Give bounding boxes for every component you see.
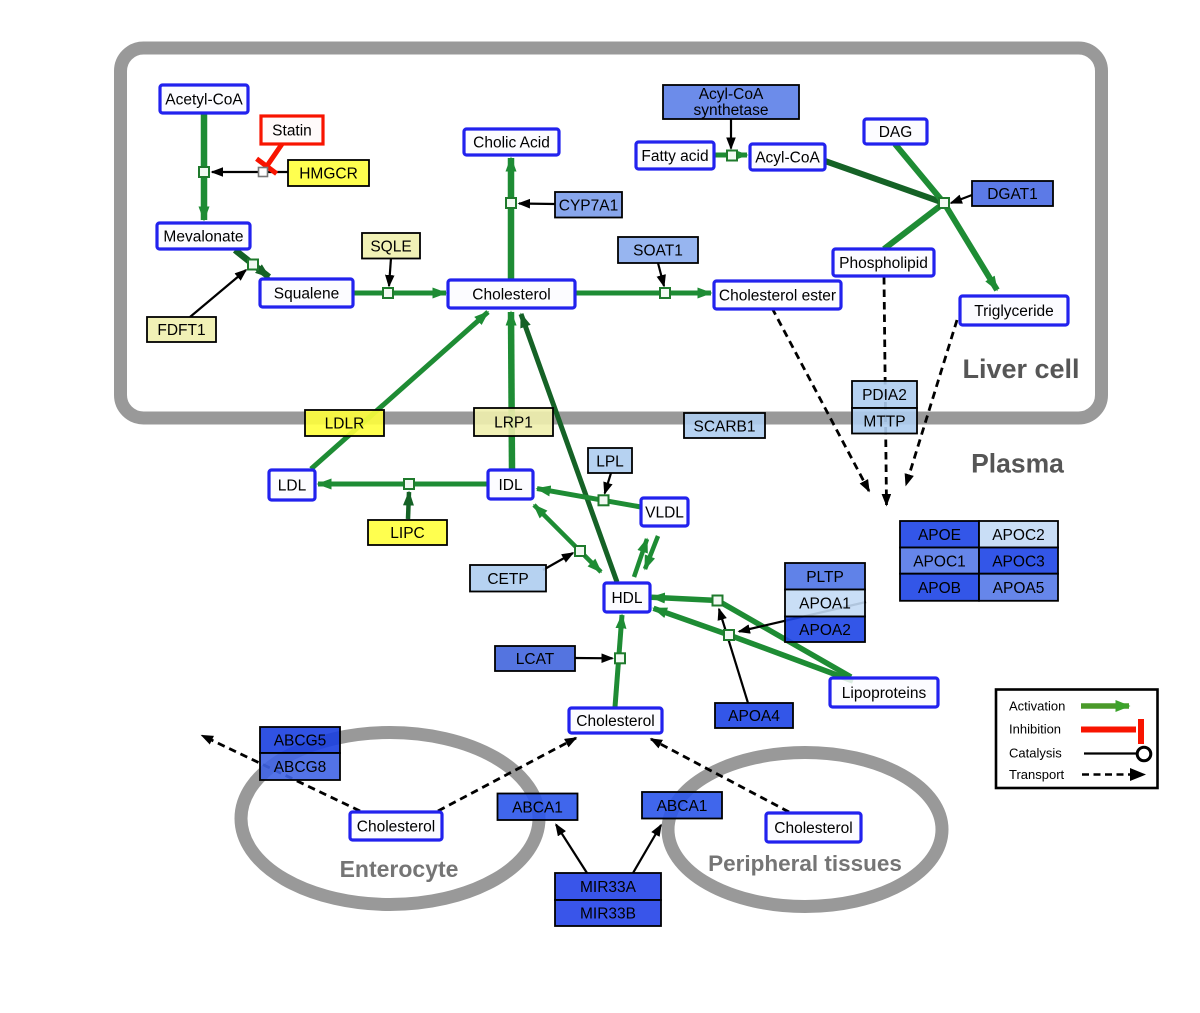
svg-text:APOE: APOE [918,527,961,544]
svg-text:Cholesterol: Cholesterol [576,713,654,730]
svg-text:LDL: LDL [278,478,307,495]
svg-text:Peripheral tissues: Peripheral tissues [708,851,902,876]
svg-text:Plasma: Plasma [971,449,1064,479]
svg-text:Lipoproteins: Lipoproteins [842,685,927,702]
svg-text:MIR33B: MIR33B [580,906,636,923]
svg-text:Acyl-CoA: Acyl-CoA [699,86,764,103]
svg-text:APOB: APOB [918,580,961,597]
svg-text:Phospholipid: Phospholipid [839,255,928,272]
svg-text:Cholesterol: Cholesterol [774,820,852,837]
svg-text:SQLE: SQLE [370,239,411,256]
svg-text:APOA1: APOA1 [799,596,851,613]
svg-text:Acetyl-CoA: Acetyl-CoA [165,92,243,109]
svg-text:APOA2: APOA2 [799,622,851,639]
svg-text:PDIA2: PDIA2 [862,387,907,404]
svg-text:LCAT: LCAT [516,651,555,668]
svg-text:Catalysis: Catalysis [1009,746,1062,761]
svg-text:DGAT1: DGAT1 [987,186,1038,203]
svg-text:ABCG5: ABCG5 [274,733,327,750]
svg-text:HDL: HDL [611,590,642,607]
svg-text:LIPC: LIPC [390,525,424,542]
svg-text:LPL: LPL [596,454,624,471]
svg-text:Activation: Activation [1009,699,1065,714]
svg-text:Cholic Acid: Cholic Acid [473,135,550,152]
svg-text:Cholesterol: Cholesterol [472,287,550,304]
svg-text:Mevalonate: Mevalonate [163,229,243,246]
svg-text:CYP7A1: CYP7A1 [559,198,618,215]
svg-text:Liver cell: Liver cell [962,354,1079,384]
svg-text:SCARB1: SCARB1 [693,419,755,436]
svg-text:SOAT1: SOAT1 [633,243,683,260]
svg-text:ABCA1: ABCA1 [657,798,708,815]
svg-text:LDLR: LDLR [325,416,365,433]
svg-text:ABCG8: ABCG8 [274,759,327,776]
svg-text:synthetase: synthetase [694,102,769,119]
svg-text:IDL: IDL [498,477,523,494]
svg-text:FDFT1: FDFT1 [157,322,205,339]
svg-text:PLTP: PLTP [806,569,844,586]
svg-text:ABCA1: ABCA1 [512,800,563,817]
svg-text:Squalene: Squalene [274,286,340,303]
svg-text:Fatty acid: Fatty acid [641,148,708,165]
svg-text:APOA4: APOA4 [728,708,780,725]
svg-text:Inhibition: Inhibition [1009,722,1061,737]
svg-text:MIR33A: MIR33A [580,879,637,896]
svg-text:Enterocyte: Enterocyte [340,856,459,882]
svg-text:CETP: CETP [487,571,528,588]
svg-text:Statin: Statin [272,123,312,140]
svg-text:Cholesterol ester: Cholesterol ester [719,288,836,305]
svg-text:APOC1: APOC1 [913,554,966,571]
svg-text:Triglyceride: Triglyceride [974,303,1054,320]
svg-text:Transport: Transport [1009,767,1065,782]
svg-text:MTTP: MTTP [863,414,905,431]
svg-text:APOA5: APOA5 [993,580,1045,597]
svg-text:Cholesterol: Cholesterol [357,819,435,836]
svg-text:LRP1: LRP1 [494,415,533,432]
svg-text:HMGCR: HMGCR [299,166,358,183]
svg-text:Acyl-CoA: Acyl-CoA [755,150,820,167]
svg-text:APOC3: APOC3 [992,554,1045,571]
svg-text:VLDL: VLDL [645,505,684,522]
svg-text:DAG: DAG [879,124,913,141]
svg-text:APOC2: APOC2 [992,527,1045,544]
